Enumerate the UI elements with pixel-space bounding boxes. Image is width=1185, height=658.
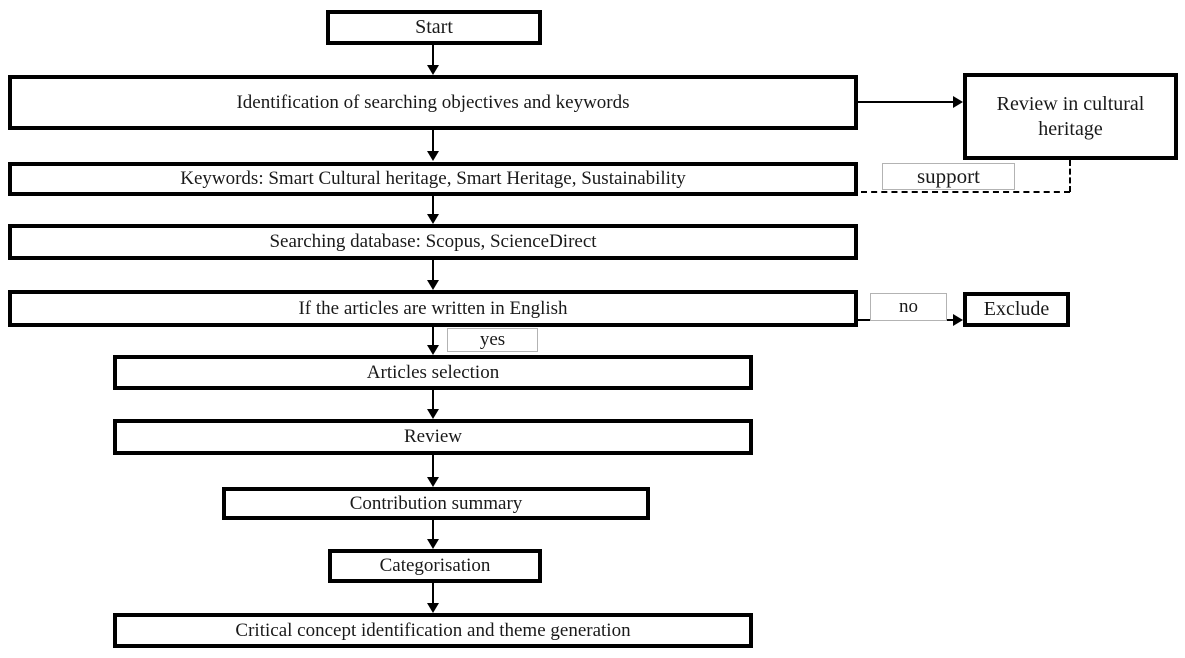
connector-support-dashed-vertical — [1069, 160, 1071, 192]
node-identification: Identification of searching objectives a… — [8, 75, 858, 130]
node-keywords-label: Keywords: Smart Cultural heritage, Smart… — [180, 168, 686, 190]
node-review-cultural-heritage: Review in cultural heritage — [963, 73, 1178, 160]
node-keywords: Keywords: Smart Cultural heritage, Smart… — [8, 162, 858, 196]
connector-identification-to-reviewch-line — [858, 101, 954, 103]
node-searching-database-label: Searching database: Scopus, ScienceDirec… — [269, 231, 597, 253]
edge-label-yes-text: yes — [479, 329, 506, 350]
node-exclude-label: Exclude — [983, 298, 1050, 320]
node-identification-label: Identification of searching objectives a… — [236, 91, 630, 113]
connector-identification-to-keywords-line — [432, 130, 434, 153]
node-categorisation-label: Categorisation — [379, 555, 491, 577]
connector-articles-to-review-arrowhead — [427, 409, 439, 419]
connector-identification-to-reviewch-arrowhead — [953, 96, 963, 108]
connector-english-to-exclude-arrowhead — [953, 314, 963, 326]
connector-keywords-to-database-line — [432, 196, 434, 216]
connector-categorisation-to-critical-arrowhead — [427, 603, 439, 613]
edge-label-support-text: support — [917, 164, 980, 188]
connector-contribution-to-categorisation-line — [432, 520, 434, 540]
connector-start-to-identification-line — [432, 45, 434, 67]
connector-support-dashed-horizontal — [861, 191, 1070, 193]
connector-start-to-identification-arrowhead — [427, 65, 439, 75]
node-critical-concept-label: Critical concept identification and them… — [235, 619, 631, 641]
edge-label-support: support — [882, 163, 1015, 190]
node-start: Start — [326, 10, 542, 45]
node-contribution-summary-label: Contribution summary — [349, 492, 523, 514]
node-searching-database: Searching database: Scopus, ScienceDirec… — [8, 224, 858, 260]
connector-english-to-articles-line — [432, 327, 434, 346]
connector-english-to-articles-arrowhead — [427, 345, 439, 355]
connector-categorisation-to-critical-line — [432, 583, 434, 604]
connector-database-to-english-arrowhead — [427, 280, 439, 290]
edge-label-no-text: no — [899, 296, 918, 317]
connector-review-to-contribution-arrowhead — [427, 477, 439, 487]
connector-contribution-to-categorisation-arrowhead — [427, 539, 439, 549]
node-english-check-label: If the articles are written in English — [298, 297, 568, 319]
node-contribution-summary: Contribution summary — [222, 487, 650, 520]
connector-database-to-english-line — [432, 260, 434, 281]
connector-keywords-to-database-arrowhead — [427, 214, 439, 224]
edge-label-yes: yes — [447, 328, 538, 352]
connector-identification-to-keywords-arrowhead — [427, 151, 439, 161]
connector-articles-to-review-line — [432, 390, 434, 410]
node-review: Review — [113, 419, 753, 455]
node-critical-concept: Critical concept identification and them… — [113, 613, 753, 648]
connector-review-to-contribution-line — [432, 455, 434, 478]
node-review-cultural-heritage-label: Review in cultural heritage — [996, 92, 1145, 140]
node-articles-selection: Articles selection — [113, 355, 753, 390]
edge-label-no: no — [870, 293, 947, 321]
node-categorisation: Categorisation — [328, 549, 542, 583]
node-exclude: Exclude — [963, 292, 1070, 327]
node-english-check: If the articles are written in English — [8, 290, 858, 327]
node-articles-selection-label: Articles selection — [366, 361, 500, 383]
node-start-label: Start — [415, 16, 453, 38]
node-review-label: Review — [403, 426, 463, 448]
